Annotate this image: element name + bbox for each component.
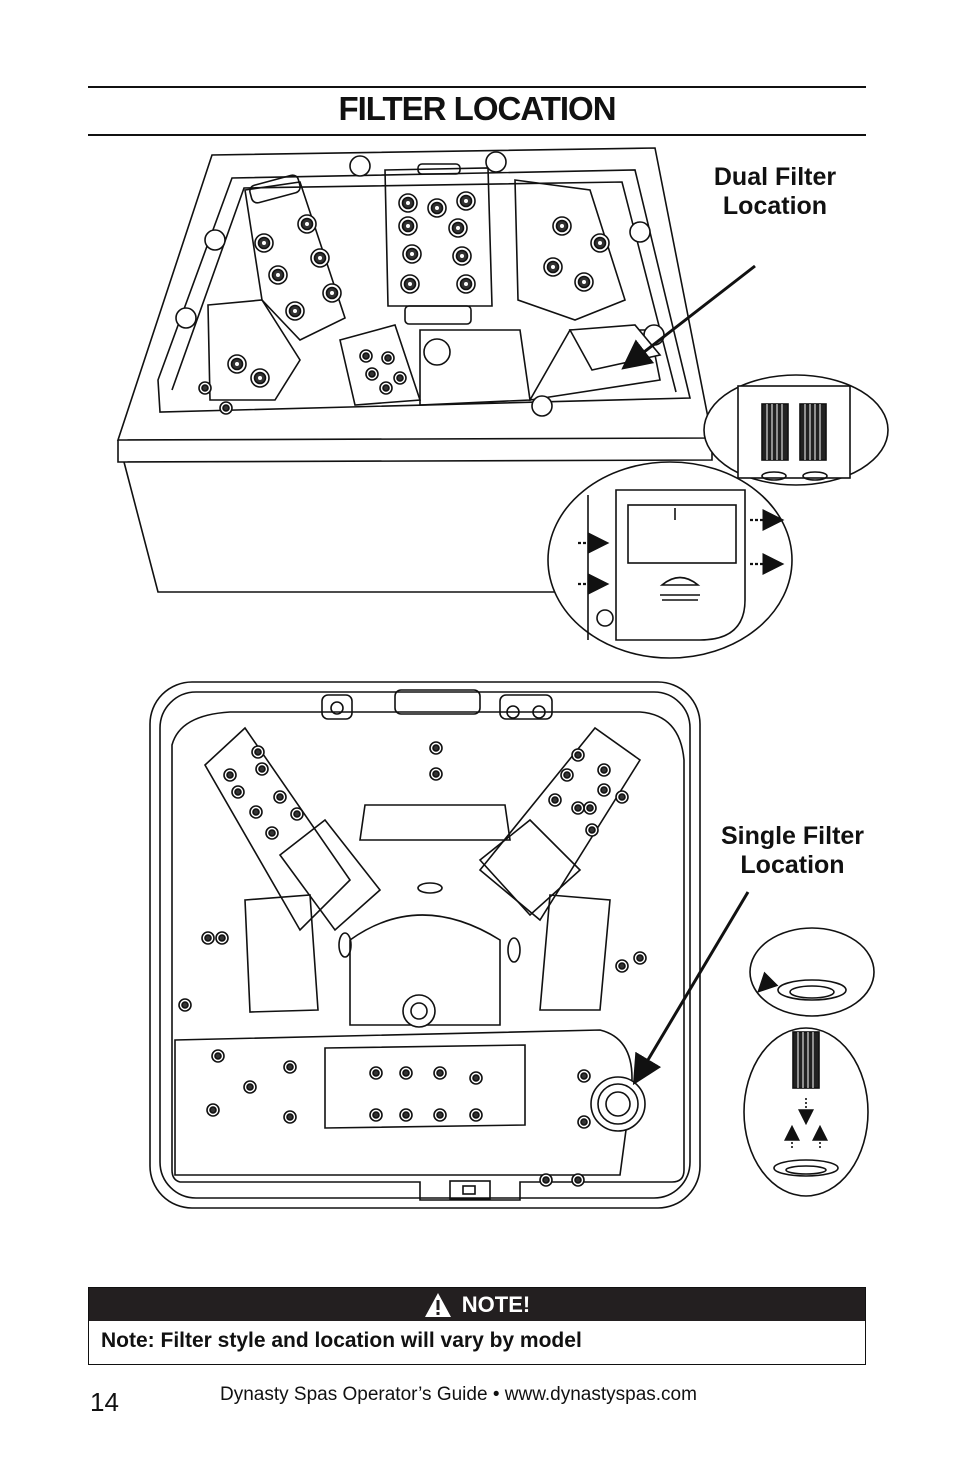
dual-filter-callout: Dual Filter Location [700, 163, 850, 221]
dual-filter-callout-line-2: Location [722, 192, 828, 220]
single-filter-detail [743, 927, 875, 1197]
single-filter-callout: Single Filter Location [710, 822, 875, 880]
spa-top-view [149, 681, 750, 1209]
spa-perspective-view [116, 147, 756, 593]
note-text: Note: Filter style and location will var… [101, 1329, 582, 1352]
footer-text: Dynasty Spas Operator’s Guide • www.dyna… [220, 1384, 697, 1405]
note-header-label: NOTE! [461, 1291, 531, 1317]
single-filter-callout-line-2: Location [740, 851, 845, 879]
note-box: NOTE! Note: Filter style and location wi… [88, 1287, 866, 1365]
page-number: 14 [90, 1387, 119, 1417]
note-header: NOTE! [89, 1288, 865, 1321]
title-underline [88, 134, 866, 136]
dual-filter-detail [703, 374, 889, 486]
filter-lid-detail [547, 461, 793, 659]
dual-filter-callout-line-1: Dual Filter [713, 163, 837, 191]
top-rule [88, 86, 866, 88]
page-title: FILTER LOCATION [338, 90, 616, 127]
warning-icon [424, 1292, 451, 1317]
single-filter-callout-line-1: Single Filter [720, 822, 865, 850]
